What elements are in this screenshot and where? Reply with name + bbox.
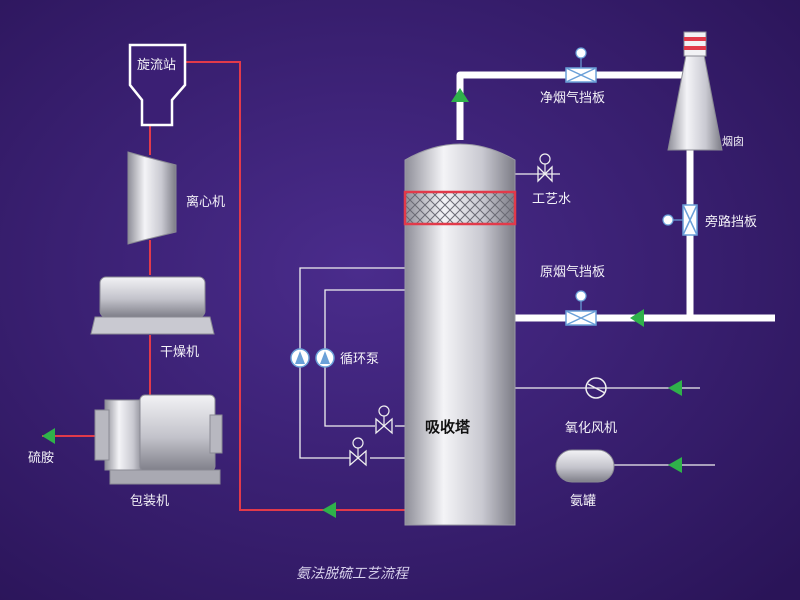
valve-icon (662, 204, 698, 236)
pump-icon (290, 348, 310, 368)
valve-icon (349, 437, 367, 467)
valve-icon (537, 153, 553, 183)
oxidation-fan-label: 氧化风机 (565, 421, 617, 436)
ammonia-tank-label: 氨罐 (570, 494, 596, 509)
demister-mesh (403, 190, 517, 226)
centrifuge: 离心机 (127, 151, 225, 245)
process-water-label: 工艺水 (532, 192, 571, 207)
valve-icon (565, 290, 597, 326)
dryer: 干燥机 (90, 276, 215, 360)
fan-icon (585, 377, 607, 399)
flow-arrow-icon (42, 428, 55, 444)
absorber-label: 吸收塔 (425, 418, 471, 436)
pump-icon (315, 348, 335, 368)
flow-arrow-icon (451, 88, 469, 102)
ammonium-sulfate-label: 硫胺 (28, 451, 54, 466)
valve-icon (565, 47, 597, 83)
circulation-pump-label: 循环泵 (340, 352, 379, 367)
cyclone-station: 旋流站 (128, 43, 187, 127)
raw-flue-damper-label: 原烟气挡板 (540, 264, 605, 280)
chimney: 烟囱 (667, 31, 744, 151)
bypass-damper-label: 旁路挡板 (705, 214, 757, 230)
packing-machine: 包装机 (94, 394, 223, 509)
flow-arrow-icon (668, 380, 682, 396)
chimney-label: 烟囱 (722, 134, 744, 148)
valve-icon (375, 405, 393, 435)
centrifuge-label: 离心机 (186, 194, 225, 210)
dryer-label: 干燥机 (160, 345, 199, 360)
cyclone-station-label: 旋流站 (137, 58, 176, 73)
packing-machine-label: 包装机 (130, 494, 169, 509)
flow-arrow-icon (322, 502, 336, 518)
ammonia-tank: 氨罐 (555, 449, 615, 509)
flow-arrow-icon (630, 309, 644, 327)
flow-arrow-icon (668, 457, 682, 473)
diagram-caption: 氨法脱硫工艺流程 (296, 566, 410, 582)
clean-flue-damper-label: 净烟气挡板 (540, 90, 605, 106)
absorber-tower: 吸收塔 (403, 143, 517, 526)
